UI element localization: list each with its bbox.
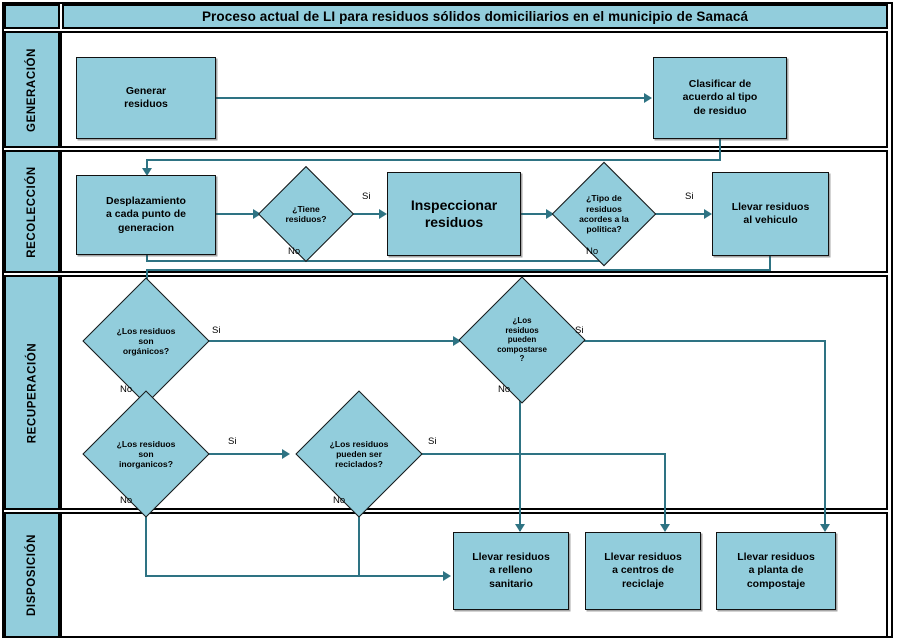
edge-inspeccionar-to-tipo	[521, 213, 549, 215]
edge-reciclados-si-right	[418, 453, 666, 455]
node-tiene-residuos-label: ¿Tiene residuos?	[285, 203, 327, 224]
edge-clasificar-down	[719, 139, 721, 161]
lane-label-disposicion: DISPOSICIÓN	[4, 512, 60, 638]
node-son-organicos-label: ¿Los residuos son orgánicos?	[116, 325, 176, 357]
lane-label-recoleccion: RECOLECCIÓN	[4, 150, 60, 273]
node-tipo-acorde-politica[interactable]: ¿Tipo de residuos acordes a la politica?	[551, 161, 657, 267]
edge-desplazamiento-to-tiene	[216, 213, 255, 215]
edge-generar-to-clasificar	[216, 97, 644, 99]
node-clasificar-residuo[interactable]: Clasificar de acuerdo al tipo de residuo	[653, 57, 787, 139]
node-llevar-al-vehiculo[interactable]: Llevar residuos al vehiculo	[712, 172, 829, 256]
edge-clasificar-to-desplazamiento-arrowhead	[142, 168, 152, 176]
node-relleno-sanitario-label: Llevar residuos a relleno sanitario	[472, 551, 550, 590]
edge-organicos-si	[205, 340, 455, 342]
node-son-organicos[interactable]: ¿Los residuos son orgánicos?	[79, 277, 213, 405]
edge-label-tiene-si: Si	[362, 191, 371, 202]
lane-label-generacion: GENERACIÓN	[4, 31, 60, 148]
node-desplazamiento[interactable]: Desplazamiento a cada punto de generacio…	[76, 175, 216, 255]
edge-label-tipo-si: Si	[685, 191, 694, 202]
edge-reciclados-no-down	[358, 497, 360, 577]
edge-label-tipo-no: No	[586, 246, 599, 257]
edge-tiene-no-up	[146, 252, 148, 262]
lane-label-recuperacion: RECUPERACIÓN	[4, 275, 60, 510]
edge-compostarse-si-right	[572, 340, 826, 342]
node-pueden-reciclados-label: ¿Los residuos pueden ser reciclados?	[329, 438, 389, 470]
node-planta-compostaje[interactable]: Llevar residuos a planta de compostaje	[716, 532, 836, 610]
node-generar-residuos[interactable]: Generar residuos	[76, 57, 216, 139]
edge-label-reciclados-no: No	[333, 495, 346, 506]
edge-clasificar-to-desplazamiento	[146, 159, 148, 171]
lane-label-generacion-text: GENERACIÓN	[26, 47, 39, 132]
node-clasificar-residuo-label: Clasificar de acuerdo al tipo de residuo	[682, 78, 758, 117]
node-generar-residuos-label: Generar residuos	[124, 84, 168, 110]
edge-tiene-si-arrowhead	[379, 209, 387, 219]
edge-tipo-si	[628, 213, 706, 215]
node-centros-reciclaje[interactable]: Llevar residuos a centros de reciclaje	[585, 532, 701, 610]
edge-inorganicos-si	[205, 453, 285, 455]
edge-organicos-si-arrowhead	[453, 336, 461, 346]
node-son-inorganicos[interactable]: ¿Los residuos son inorganicos?	[79, 390, 213, 518]
edge-inorganicos-si-arrowhead	[282, 449, 290, 459]
edge-label-tiene-no: No	[288, 246, 301, 257]
lane-label-recoleccion-text: RECOLECCIÓN	[26, 165, 39, 258]
edge-label-inorganicos-no: No	[120, 495, 133, 506]
edge-label-organicos-no: No	[120, 384, 133, 395]
edge-label-compostarse-si: Si	[575, 325, 584, 336]
edge-vehiculo-down	[769, 256, 771, 271]
edge-label-inorganicos-si: Si	[228, 436, 237, 447]
edge-tipo-no-left	[146, 260, 606, 262]
diagram-title-bar: Proceso actual de LI para residuos sólid…	[62, 4, 888, 29]
node-planta-compostaje-label: Llevar residuos a planta de compostaje	[737, 551, 815, 590]
node-inspeccionar-residuos[interactable]: Inspeccionar residuos	[387, 172, 521, 256]
edge-compostarse-si-down	[824, 340, 826, 530]
node-tiene-residuos[interactable]: ¿Tiene residuos?	[257, 165, 355, 263]
edge-tipo-si-arrowhead	[704, 209, 712, 219]
edge-inorganicos-no-right	[145, 575, 445, 577]
edge-label-organicos-si: Si	[212, 325, 221, 336]
edge-inorganicos-no-down	[145, 497, 147, 577]
node-pueden-compostarse[interactable]: ¿Los residuos pueden compostarse ?	[458, 276, 586, 404]
node-son-inorganicos-label: ¿Los residuos son inorganicos?	[116, 438, 176, 470]
diagram-title: Proceso actual de LI para residuos sólid…	[201, 9, 749, 24]
lane-label-recuperacion-text: RECUPERACIÓN	[26, 342, 38, 443]
lane-label-disposicion-text: DISPOSICIÓN	[26, 533, 39, 617]
edge-compostarse-no-down	[519, 385, 521, 531]
node-relleno-sanitario[interactable]: Llevar residuos a relleno sanitario	[453, 532, 569, 610]
node-tipo-acorde-politica-label: ¿Tipo de residuos acordes a la politica?	[579, 193, 629, 235]
edge-inorganicos-no-arrowhead	[443, 571, 451, 581]
node-llevar-al-vehiculo-label: Llevar residuos al vehiculo	[731, 200, 810, 226]
edge-desplazamiento-to-tiene-arrowhead	[253, 209, 261, 219]
edge-generar-to-clasificar-arrowhead	[644, 93, 652, 103]
edge-vehiculo-left	[146, 269, 771, 271]
edge-label-reciclados-si: Si	[428, 436, 437, 447]
node-inspeccionar-residuos-label: Inspeccionar residuos	[410, 196, 498, 231]
edge-clasificar-left	[146, 159, 721, 161]
edge-reciclados-si-arrowhead	[660, 524, 670, 532]
node-pueden-compostarse-label: ¿Los residuos pueden compostarse ?	[497, 316, 547, 364]
node-desplazamiento-label: Desplazamiento a cada punto de generacio…	[106, 195, 186, 234]
edge-label-compostarse-no: No	[498, 384, 511, 395]
node-pueden-reciclados[interactable]: ¿Los residuos pueden ser reciclados?	[292, 390, 426, 518]
title-corner-cell	[4, 4, 60, 29]
edge-compostarse-si-arrowhead	[820, 524, 830, 532]
node-centros-reciclaje-label: Llevar residuos a centros de reciclaje	[604, 551, 682, 590]
edge-reciclados-si-down	[664, 453, 666, 530]
lane-body-recuperacion	[60, 275, 888, 510]
edge-compostarse-no-arrowhead	[515, 524, 525, 532]
edge-inspeccionar-to-tipo-arrowhead	[546, 209, 554, 219]
